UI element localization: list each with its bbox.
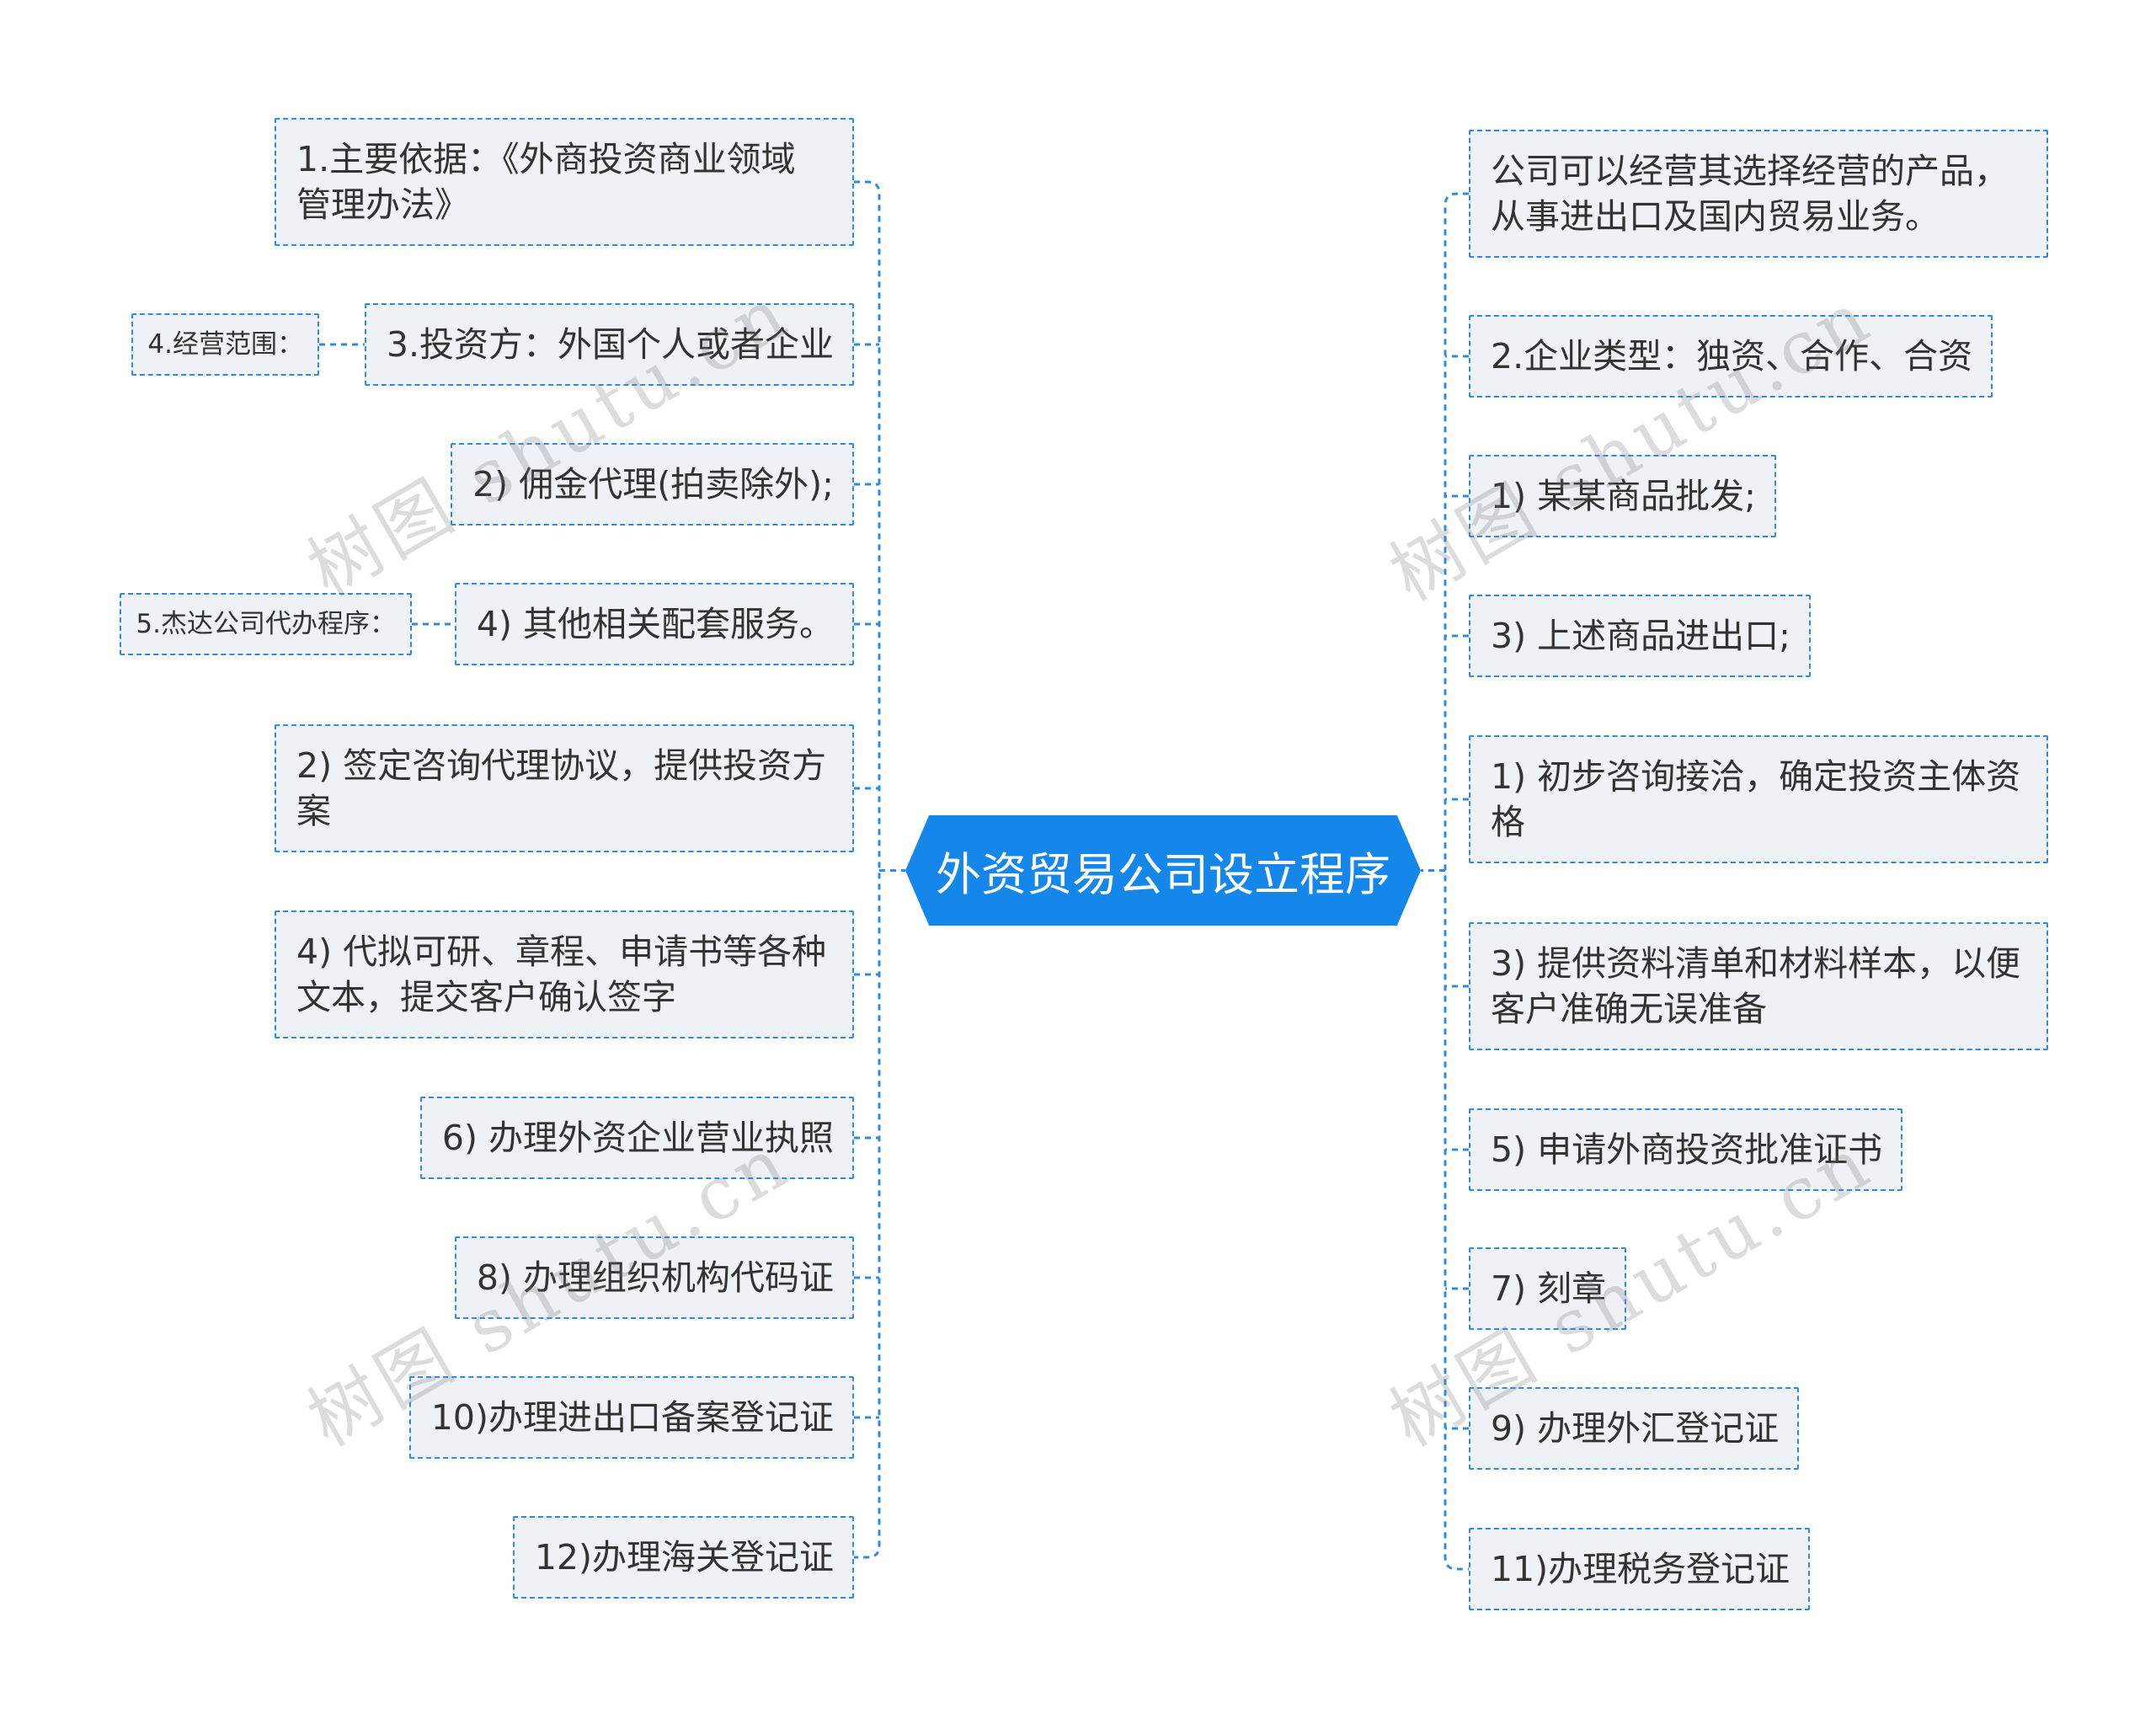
right-node-8: 7) 刻章 [1469,1247,1627,1330]
node-text-line: 公司可以经营其选择经营的产品， [1491,151,2009,191]
node-text-line: 7) 刻章 [1491,1268,1607,1309]
node-text-line: 1.主要依据：《外商投资商业领域 [296,139,796,179]
node-text-line: 从事进出口及国内贸易业务。 [1491,196,1940,237]
node-text-line: 4) 其他相关配套服务。 [476,604,834,644]
left-node-8: 8) 办理组织机构代码证 [454,1236,854,1319]
node-text-line: 3.投资方：外国个人或者企业 [386,324,834,365]
node-text-line: 1) 初步咨询接洽，确定投资主体资 [1491,756,2021,797]
node-text-line: 6) 办理外资企业营业执照 [441,1118,834,1158]
right-node-10: 11)办理税务登记证 [1469,1528,1811,1610]
node-text-line: 5.杰达公司代办程序： [136,609,396,639]
left-node-10: 12)办理海关登记证 [512,1516,854,1599]
node-text-line: 案 [296,791,331,831]
left-node-9: 10)办理进出口备案登记证 [408,1376,854,1459]
node-text-line: 3) 提供资料清单和材料样本，以便 [1491,943,2021,984]
right-node-5: 1) 初步咨询接洽，确定投资主体资 格 [1469,735,2048,863]
node-text-line: 4.经营范围： [147,329,303,360]
right-node-1: 公司可以经营其选择经营的产品， 从事进出口及国内贸易业务。 [1469,130,2048,258]
right-node-4: 3) 上述商品进出口; [1469,595,1811,677]
left-node-5: 2) 签定咨询代理协议，提供投资方 案 [275,724,854,852]
left-node-4-child: 5.杰达公司代办程序： [120,593,412,655]
root-node: 外资贸易公司设立程序 [905,815,1421,926]
node-text-line: 文本，提交客户确认签字 [296,977,676,1017]
right-node-2: 2.企业类型：独资、合作、合资 [1469,315,1993,398]
node-text-line: 11)办理税务登记证 [1491,1549,1790,1589]
watermark-text: 树图 shutu.cn [1376,274,1886,617]
node-text-line: 10)办理进出口备案登记证 [430,1397,834,1438]
left-node-7: 6) 办理外资企业营业执照 [419,1097,854,1179]
left-trunk-connector [854,180,881,1559]
right-node-3: 1) 某某商品批发; [1469,455,1776,537]
node-text-line: 8) 办理组织机构代码证 [476,1257,834,1298]
node-text-line: 3) 上述商品进出口; [1491,616,1790,656]
node-text-line: 2) 佣金代理(拍卖除外); [472,464,834,504]
node-text-line: 5) 申请外商投资批准证书 [1491,1129,1883,1170]
left-node-4: 4) 其他相关配套服务。 [454,583,854,665]
node-text-line: 9) 办理外汇登记证 [1491,1408,1780,1449]
left-node-1: 1.主要依据：《外商投资商业领域 管理办法》 [275,118,854,246]
left-node-2-child: 4.经营范围： [131,313,319,376]
node-text-line: 客户准确无误准备 [1491,989,1767,1029]
node-text-line: 1) 某某商品批发; [1491,476,1756,516]
left-node-3: 2) 佣金代理(拍卖除外); [451,443,854,526]
right-trunk-connector [1444,192,1469,1571]
node-text-line: 格 [1491,802,1525,842]
right-node-9: 9) 办理外汇登记证 [1469,1387,1800,1470]
node-text-line: 管理办法》 [296,184,469,225]
node-text-line: 12)办理海关登记证 [534,1537,834,1578]
left-node-2: 3.投资方：外国个人或者企业 [364,303,854,386]
root-label: 外资贸易公司设立程序 [936,848,1390,901]
right-node-6: 3) 提供资料清单和材料样本，以便 客户准确无误准备 [1469,922,2048,1050]
node-text-line: 4) 代拟可研、章程、申请书等各种 [296,932,827,972]
right-node-7: 5) 申请外商投资批准证书 [1469,1108,1903,1191]
left-node-6: 4) 代拟可研、章程、申请书等各种 文本，提交客户确认签字 [275,910,854,1038]
node-text-line: 2.企业类型：独资、合作、合资 [1491,336,1973,376]
node-text-line: 2) 签定咨询代理协议，提供投资方 [296,745,827,786]
